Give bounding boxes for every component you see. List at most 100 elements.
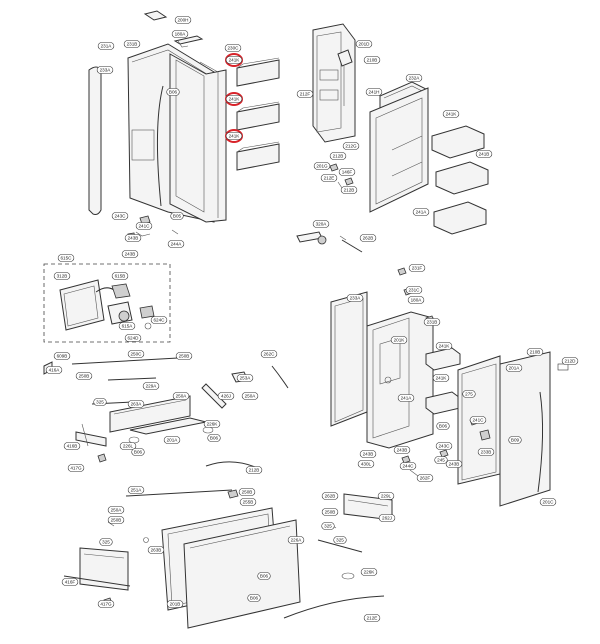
part-number: 180A [175,32,187,37]
part-label-box [393,446,411,454]
part-label: 325 [99,538,113,546]
part-label-box [119,442,137,450]
part-label: 212B [340,186,358,194]
part-label: 245 [434,456,448,464]
part-label: 320A [312,220,330,228]
part-number: 201D [359,42,371,47]
part-number: B06 [210,436,219,441]
part-label-box [436,422,450,430]
part-label-box [434,456,448,464]
part-label-box [225,56,243,64]
part-label: 212B [329,152,347,160]
part-number: 233B [481,450,492,455]
part-label: 250B [175,352,193,360]
part-number: 624C [154,318,166,323]
part-label: 201K [390,336,408,344]
part-label-box [397,394,415,402]
part-number: 210B [367,58,378,63]
part-label-box [45,366,63,374]
part-label: 417G [97,600,115,608]
part-label: B06 [131,448,145,456]
part-label: 615A [118,322,136,330]
part-label: 255B [239,498,257,506]
part-label: 243B [393,446,411,454]
part-number: 241A [401,396,413,401]
part-label-box [539,498,557,506]
part-number: 416A [49,368,61,373]
part-label-box [359,234,377,242]
part-label: 325 [93,398,107,406]
part-label: 241C [469,416,487,424]
part-label: B06 [436,422,450,430]
part-label-box [416,474,434,482]
part-label-box [469,416,487,424]
part-label-box [96,66,114,74]
part-number: 243B [397,448,408,453]
part-number: 250C [131,352,143,357]
part-label-box [313,162,331,170]
part-number: 201B [170,602,181,607]
part-label-box [166,600,184,608]
part-label: 624C [150,316,168,324]
part-label-box [321,492,339,500]
part-label: 241K [432,374,450,382]
part-number: 243B [363,452,374,457]
part-label-box [53,352,71,360]
part-label-box [405,286,423,294]
part-label: 212D [561,357,579,365]
part-number: 263A [131,402,143,407]
part-number: 212G [345,144,357,149]
part-label-box [107,506,125,514]
part-number: 243C [439,444,451,449]
part-label-box [346,294,364,302]
part-label: 250A [172,392,190,400]
part-number: 624D [128,336,140,341]
part-label-box [477,448,495,456]
part-label: 201G [313,162,331,170]
part-number: 212D [565,359,577,364]
part-label-box [217,392,235,400]
dispenser-subassembly-frame [43,263,171,343]
part-label: 231B [423,318,441,326]
part-label: 275 [462,390,476,398]
part-number: B06 [169,90,178,95]
part-number: 201A [167,438,179,443]
part-number: 250B [325,510,336,515]
part-label-box [333,536,347,544]
part-label-box [124,334,142,342]
part-label-box [147,546,165,554]
part-label-box [174,16,192,24]
part-label-box [175,352,193,360]
part-label-box [359,450,377,458]
part-number: B06 [134,450,143,455]
part-label-box [435,442,453,450]
part-number: 250A [245,394,257,399]
part-number: 245 [437,458,445,463]
part-label-box [135,222,153,230]
part-label-box [296,90,314,98]
part-label-box [363,56,381,64]
part-label-box [407,296,425,304]
part-label: 201D [355,40,373,48]
part-label-box [107,516,125,524]
part-label: 243B [124,234,142,242]
part-label: 230C [224,44,242,52]
part-label: 226A [287,536,305,544]
part-label-box [329,152,347,160]
part-number: 417G [100,602,112,607]
part-label-box [123,40,141,48]
part-label: 250B [75,372,93,380]
part-number: 212B [333,154,344,159]
part-label-box [445,460,463,468]
part-label: 201B [166,600,184,608]
part-label: 229L [377,492,395,500]
part-label-box [561,357,579,365]
part-label: 243B [445,460,463,468]
part-label-box [462,390,476,398]
part-label-box [475,150,493,158]
part-label: 243C [435,442,453,450]
part-label: 231B [123,40,141,48]
part-number: 212E [324,176,335,181]
part-label: 251A [127,486,145,494]
part-number: 244C [403,464,415,469]
